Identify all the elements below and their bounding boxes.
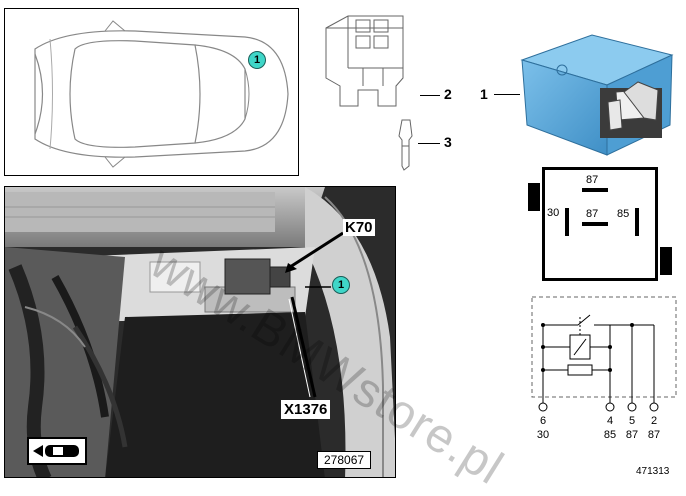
vehicle-view-icon	[27, 437, 87, 465]
pin-number-6: 6	[539, 415, 547, 427]
pin-right-label: 85	[617, 208, 630, 220]
label-k70: K70	[343, 219, 375, 236]
callout-3: 3	[444, 134, 452, 150]
terminal-87-b: 87	[647, 429, 661, 441]
photo-marker-1: 1	[332, 276, 350, 294]
pin-number-5: 5	[628, 415, 636, 427]
pin-top-label: 87	[586, 174, 599, 186]
pin-number-4: 4	[606, 415, 614, 427]
terminal-87-a: 87	[625, 429, 639, 441]
car-overview-panel: 1	[4, 8, 299, 176]
pin-left-label: 30	[547, 207, 560, 219]
terminal-85: 85	[603, 429, 617, 441]
terminal-drawing	[398, 119, 413, 171]
relay-circuit-schematic	[531, 296, 677, 412]
callout-line-1	[494, 94, 520, 95]
pin-number-2: 2	[650, 415, 658, 427]
installation-photo-panel: K70 1 X1376 278067	[4, 186, 396, 478]
car-outline-drawing	[34, 20, 289, 168]
blue-relay-image	[520, 34, 674, 156]
callout-2: 2	[444, 86, 452, 102]
callout-1: 1	[480, 86, 488, 102]
callout-line-2	[420, 95, 440, 96]
photo-number: 278067	[317, 451, 372, 469]
pin-center-label: 87	[586, 208, 599, 220]
location-marker-1: 1	[248, 51, 266, 69]
connector-housing-drawing	[325, 15, 404, 107]
callout-line-3	[418, 143, 440, 144]
terminal-30: 30	[536, 429, 550, 441]
diagram-number: 471313	[636, 466, 670, 477]
installation-photo	[5, 187, 395, 477]
label-x1376: X1376	[281, 400, 331, 419]
relay-pin-layout: 87 30 87 85	[520, 165, 672, 290]
